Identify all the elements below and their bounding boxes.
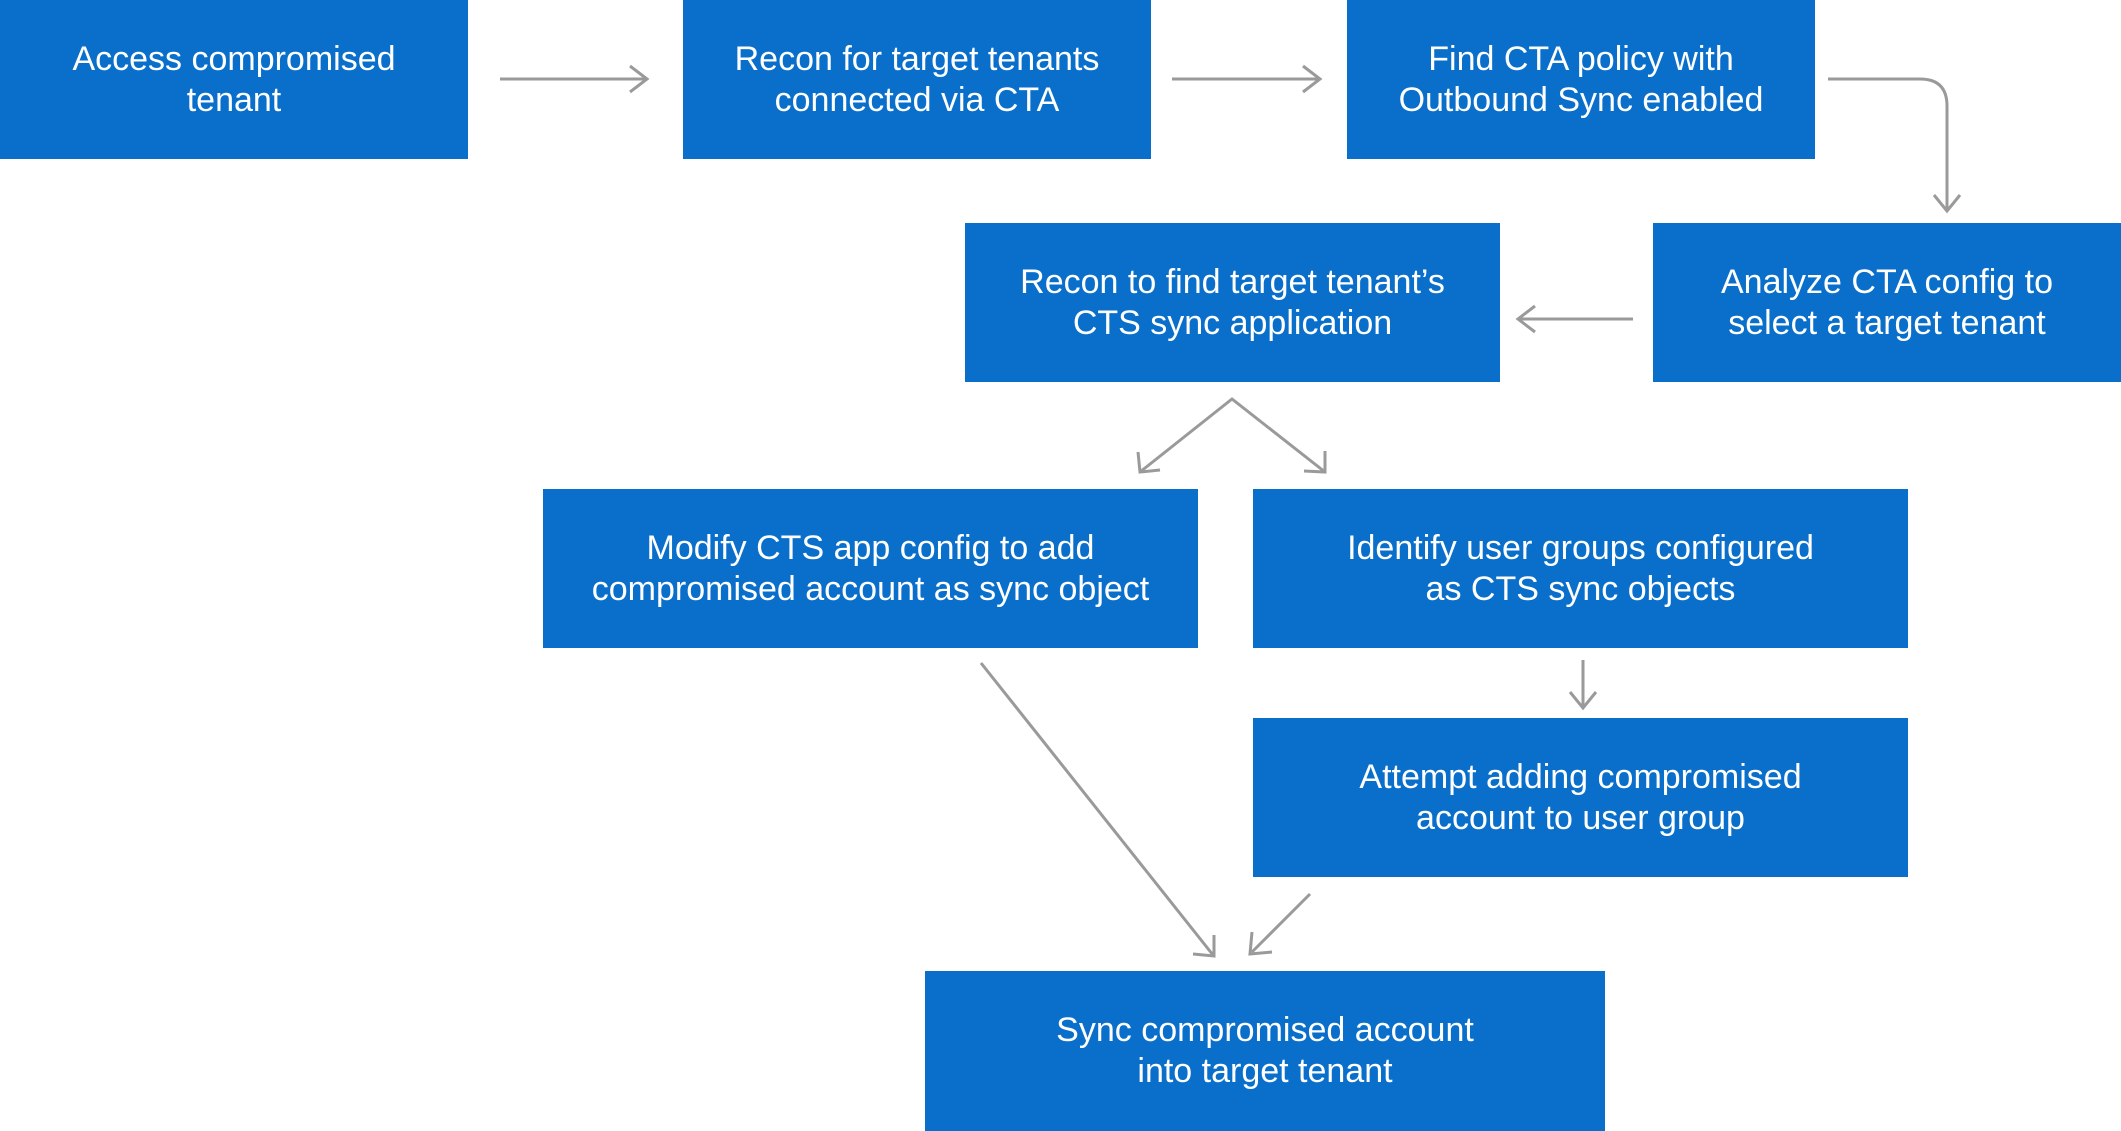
arrow-modify-to-sync (979, 662, 1216, 958)
node-label-line-2: account to user group (1416, 798, 1745, 837)
arrow-identify-to-attempt (1568, 660, 1598, 711)
node-label-line-1: Find CTA policy with (1428, 39, 1734, 78)
node-label-line-2: CTS sync application (1072, 303, 1393, 342)
node-label-line-2: tenant (186, 80, 282, 119)
node-identify-user-groups: Identify user groups configured as CTS s… (1253, 489, 1908, 648)
node-sync-compromised-account: Sync compromised account into target ten… (925, 971, 1605, 1131)
node-label-line-1: Recon for target tenants (734, 39, 1100, 78)
arrow-analyze-to-recon-app (1515, 304, 1633, 334)
node-label-line-1: Sync compromised account (1056, 1011, 1474, 1049)
node-label-line-2: into target tenant (1137, 1052, 1393, 1090)
node-label-line-2: select a target tenant (1728, 303, 2046, 342)
arrow-access-to-recon-targets (500, 64, 650, 94)
node-label-line-1: Modify CTS app config to add (646, 528, 1095, 567)
node-recon-target-tenants: Recon for target tenants connected via C… (683, 0, 1151, 159)
node-find-cta-policy: Find CTA policy with Outbound Sync enabl… (1347, 0, 1815, 159)
node-label-line-1: Identify user groups configured (1347, 528, 1814, 567)
node-label-line-2: compromised account as sync object (591, 569, 1150, 608)
arrow-recon-targets-to-find-policy (1172, 64, 1323, 94)
node-access-compromised-tenant: Access compromised tenant (0, 0, 468, 159)
node-label-line-1: Attempt adding compromised (1359, 757, 1802, 796)
node-recon-cts-sync-app: Recon to find target tenant’s CTS sync a… (965, 223, 1500, 382)
node-label-line-1: Analyze CTA config to (1721, 262, 2053, 301)
node-modify-cts-app-config: Modify CTS app config to add compromised… (543, 489, 1198, 648)
node-label-line-2: connected via CTA (774, 80, 1060, 119)
node-attempt-adding-account: Attempt adding compromised account to us… (1253, 718, 1908, 877)
node-label-line-2: Outbound Sync enabled (1398, 80, 1764, 119)
node-analyze-cta-config: Analyze CTA config to select a target te… (1653, 223, 2121, 382)
arrow-recon-app-fork (1136, 397, 1327, 474)
arrow-find-policy-to-analyze (1828, 77, 1962, 214)
node-label-line-1: Access compromised (72, 39, 396, 78)
node-label-line-2: as CTS sync objects (1425, 569, 1736, 608)
node-label-line-1: Recon to find target tenant’s (1020, 262, 1445, 301)
arrow-attempt-to-sync (1248, 892, 1312, 956)
